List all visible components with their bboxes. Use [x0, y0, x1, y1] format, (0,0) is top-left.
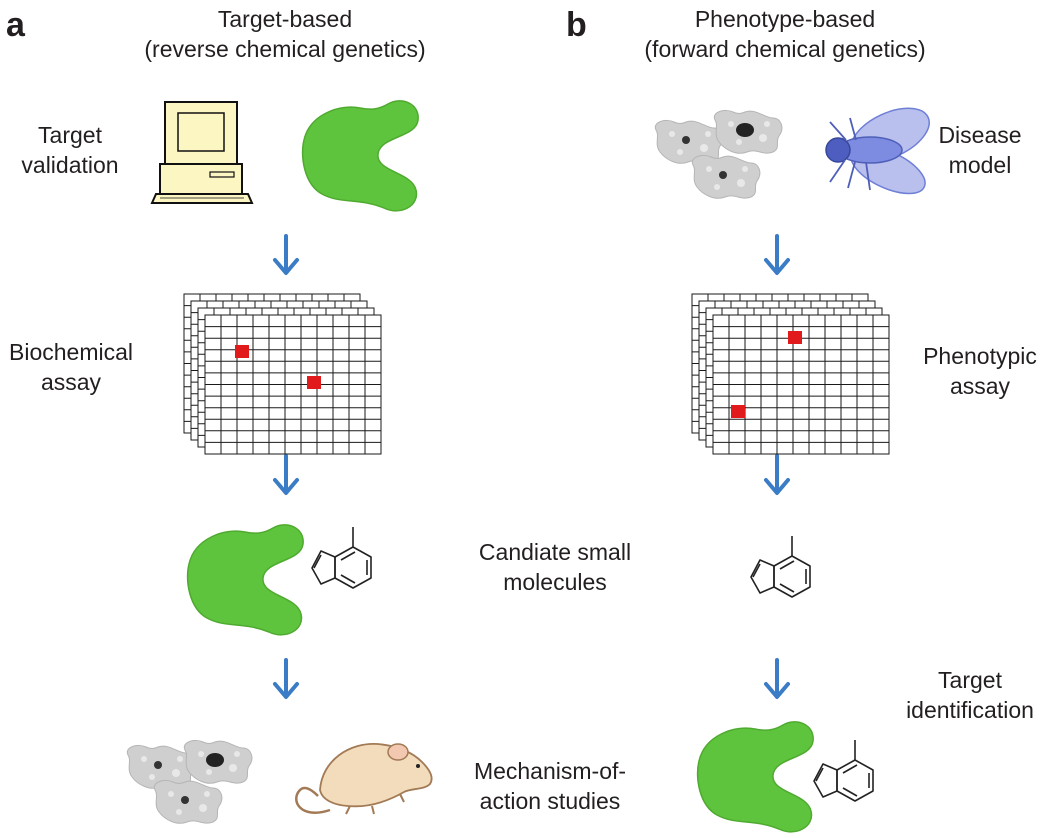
- label-mechanism-of-action-line2: action studies: [479, 788, 621, 814]
- hit-well: [731, 405, 745, 418]
- panel-a-title-line2: (reverse chemical genetics): [144, 36, 426, 62]
- cells-icon: [126, 739, 253, 824]
- panel-b-title-line2: (forward chemical genetics): [644, 36, 926, 62]
- protein-icon: [186, 524, 304, 636]
- hit-well: [307, 376, 321, 389]
- label-phenotypic-assay-line2: assay: [949, 373, 1011, 399]
- label-candidate-molecules-line2: molecules: [503, 569, 607, 595]
- protein-icon: [301, 100, 419, 212]
- label-target-validation: Target validation: [10, 120, 130, 180]
- label-disease-model-line2: model: [948, 152, 1012, 178]
- label-disease-model-line1: Disease: [938, 122, 1022, 148]
- label-target-identification: Target identification: [890, 665, 1050, 725]
- molecule-icon: [311, 526, 372, 589]
- plate-icon: [691, 293, 890, 455]
- label-disease-model: Disease model: [925, 120, 1035, 180]
- arrow-down-icon: [273, 234, 299, 275]
- label-biochemical-assay-line2: assay: [40, 369, 102, 395]
- panel-b-title: Phenotype-based (forward chemical geneti…: [625, 4, 945, 64]
- label-candidate-molecules: Candiate small molecules: [460, 537, 650, 597]
- label-phenotypic-assay-line1: Phenotypic: [923, 343, 1037, 369]
- label-target-validation-line2: validation: [21, 152, 119, 178]
- arrow-down-icon: [273, 454, 299, 495]
- label-target-identification-line2: identification: [906, 697, 1034, 723]
- mouse-icon: [295, 743, 433, 815]
- arrow-down-icon: [764, 234, 790, 275]
- molecule-icon: [750, 535, 811, 598]
- label-mechanism-of-action: Mechanism-of- action studies: [455, 756, 645, 816]
- label-biochemical-assay: Biochemical assay: [0, 337, 142, 397]
- label-phenotypic-assay: Phenotypic assay: [910, 341, 1050, 401]
- label-candidate-molecules-line1: Candiate small: [478, 539, 632, 565]
- label-target-validation-line1: Target: [38, 122, 102, 148]
- panel-letter-b: b: [566, 6, 587, 44]
- label-mechanism-of-action-line1: Mechanism-of-: [473, 758, 627, 784]
- panel-a-title-line1: Target-based: [217, 6, 353, 32]
- panel-b-title-line1: Phenotype-based: [694, 6, 876, 32]
- cells-icon: [654, 109, 783, 199]
- label-biochemical-assay-line1: Biochemical: [9, 339, 133, 365]
- protein-icon: [696, 721, 814, 833]
- label-target-identification-line1: Target: [938, 667, 1002, 693]
- arrow-down-icon: [764, 454, 790, 495]
- arrow-down-icon: [764, 658, 790, 699]
- panel-a-title: Target-based (reverse chemical genetics): [130, 4, 440, 64]
- fly-icon: [825, 107, 930, 195]
- plate-icon: [183, 293, 382, 455]
- molecule-icon: [813, 739, 874, 802]
- computer-icon: [150, 101, 254, 204]
- arrow-down-icon: [273, 658, 299, 699]
- hit-well: [788, 331, 802, 344]
- panel-letter-a: a: [6, 6, 25, 44]
- hit-well: [235, 345, 249, 358]
